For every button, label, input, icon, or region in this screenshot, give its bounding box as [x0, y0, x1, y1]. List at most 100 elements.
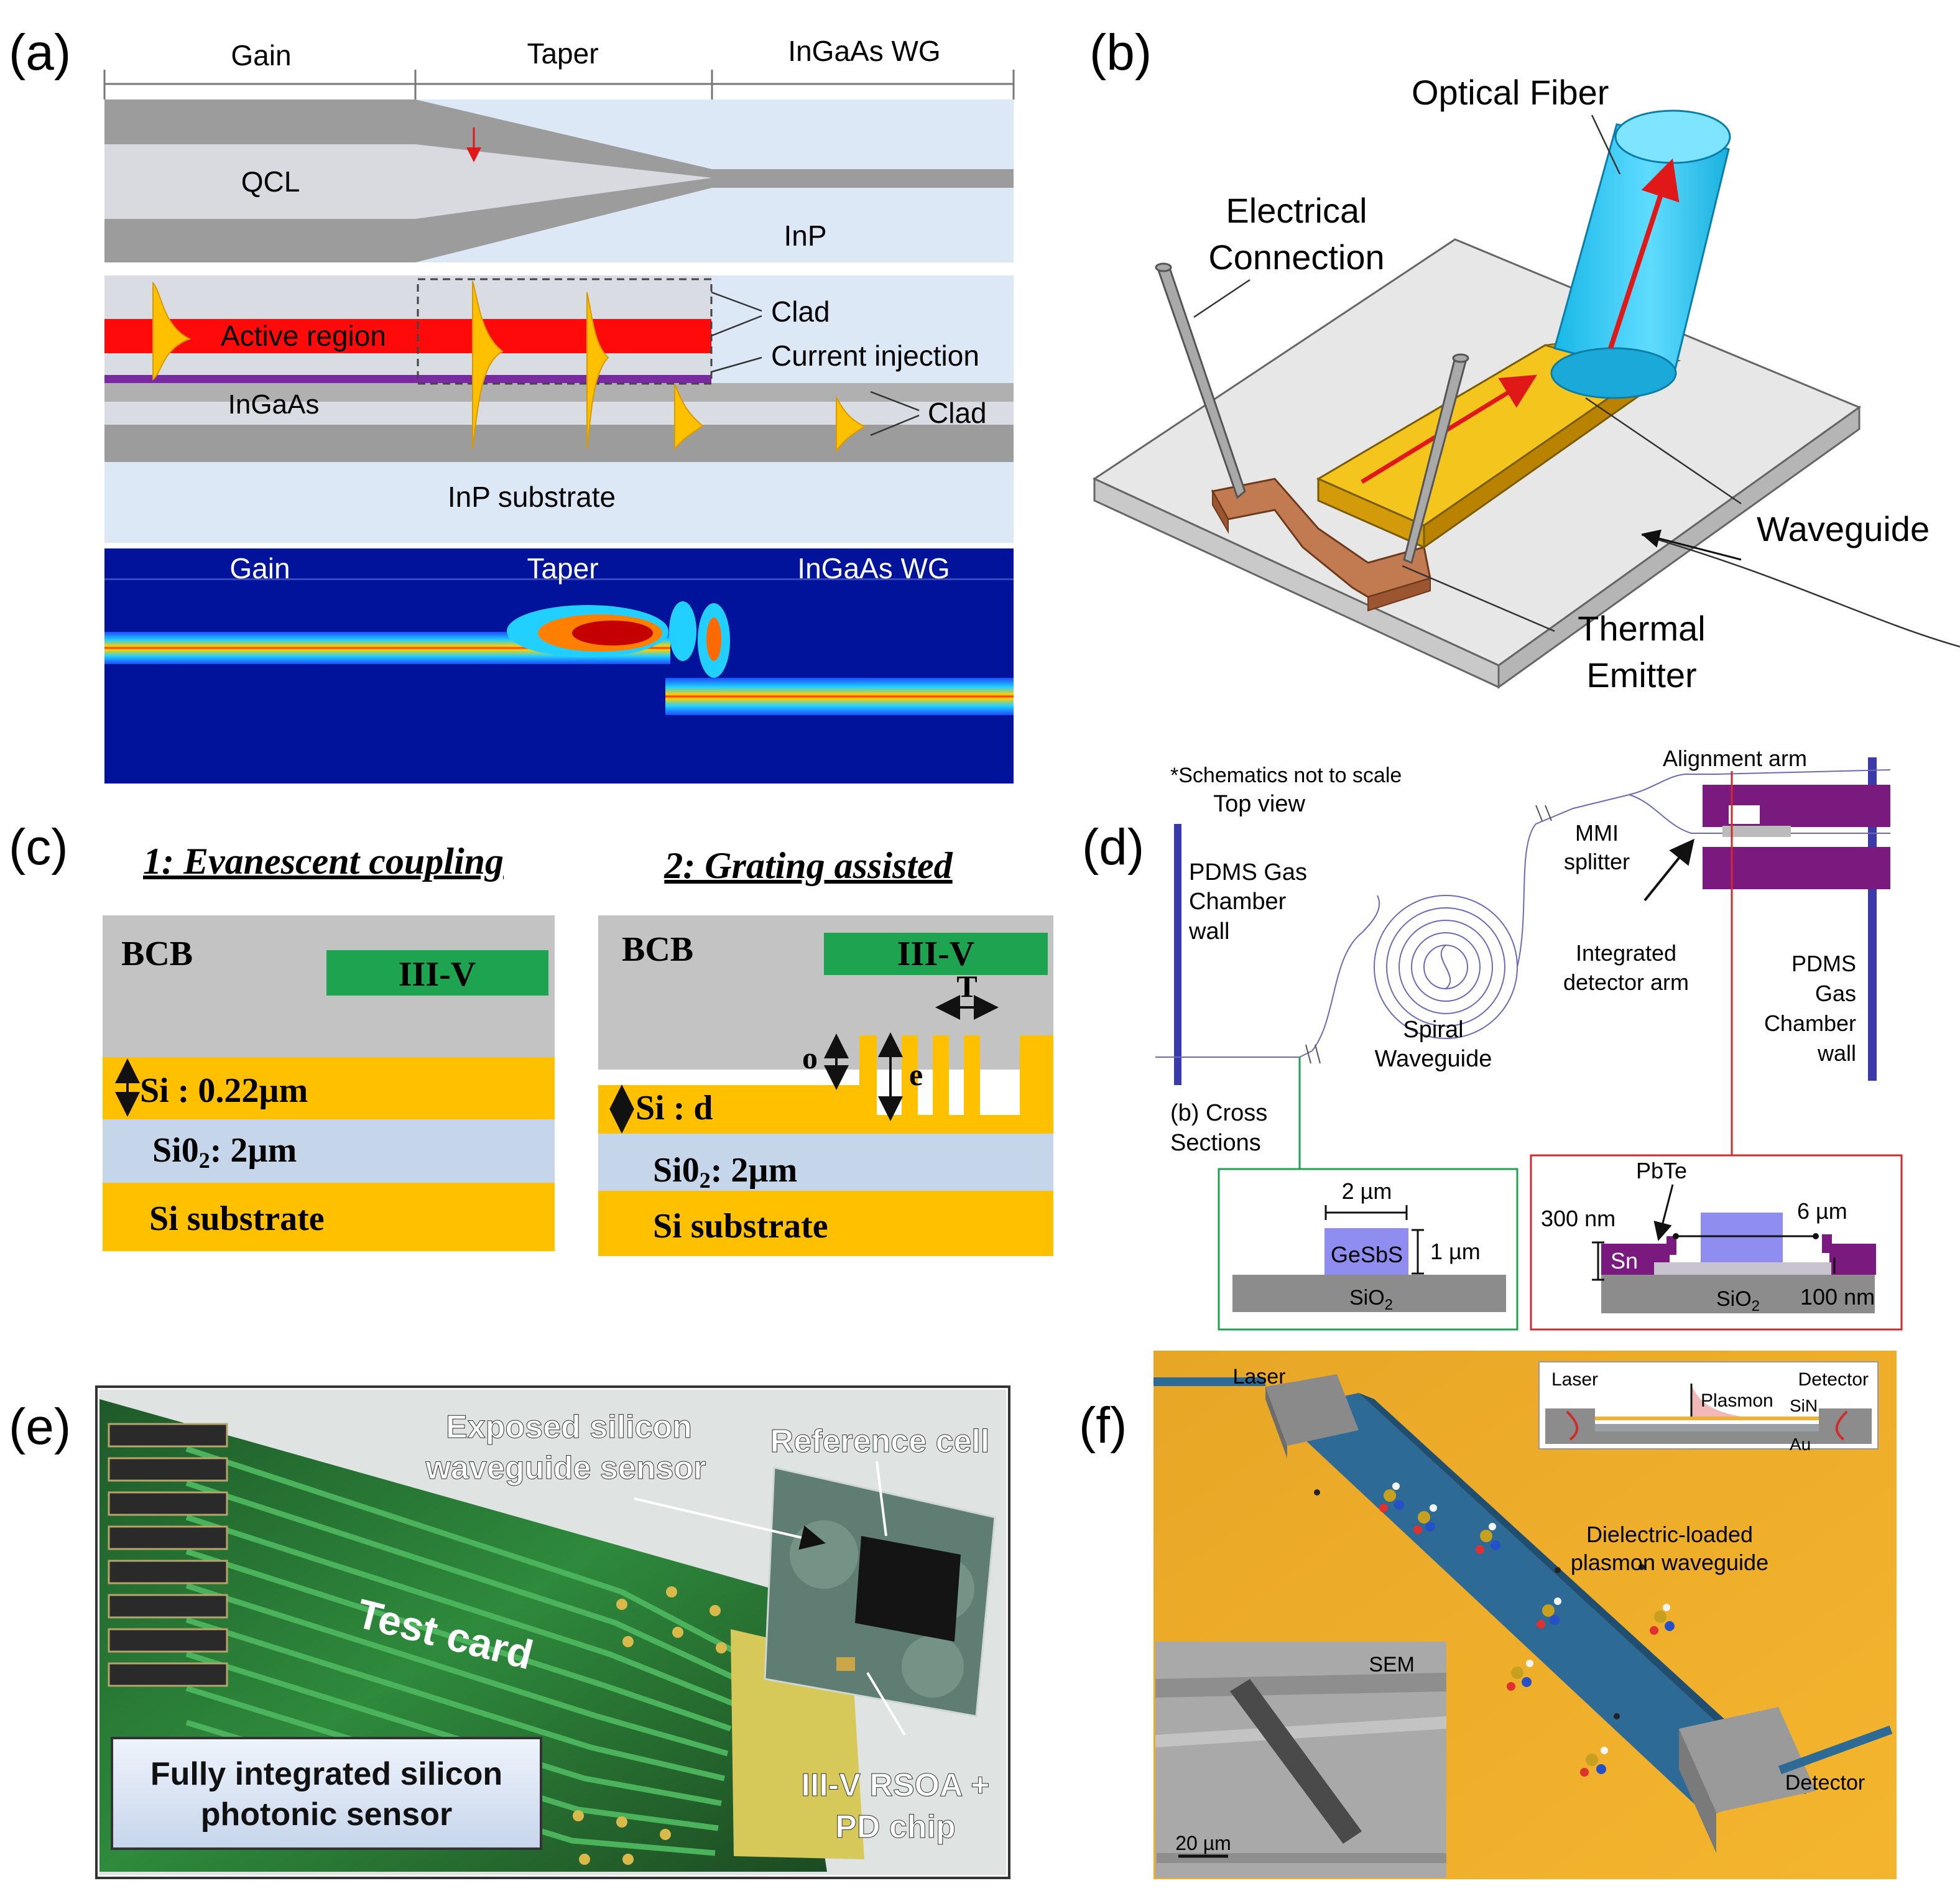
optical-fiber-label: Optical Fiber — [1412, 73, 1609, 112]
spiral-label-1: Spiral — [1403, 1017, 1463, 1043]
active-region-label: Active region — [221, 320, 386, 352]
section-taper-label: Taper — [527, 37, 598, 70]
rsoa-label-1: III-V RSOA + — [802, 1767, 990, 1803]
cross-sections-label-1: (b) Cross — [1170, 1100, 1267, 1126]
pbte-substrate-label: SiO2 — [1716, 1287, 1760, 1315]
connector-pins — [108, 1423, 228, 1687]
inp-label: InP — [784, 220, 826, 252]
panel-e-label: (e) — [9, 1399, 71, 1455]
clad-label-bottom: Clad — [928, 397, 987, 429]
pbte-width-label: 6 µm — [1797, 1198, 1847, 1224]
layer-stack — [104, 275, 1014, 543]
evanescent-title: 1: Evanescent coupling — [143, 841, 504, 882]
reference-cell-label: Reference cell — [770, 1423, 990, 1459]
grating-stack — [598, 915, 1053, 1256]
gesbs-material-label: GeSbS — [1331, 1242, 1403, 1267]
optical-fiber — [1550, 109, 1731, 399]
si-thickness-left: Si : 0.22µm — [140, 1071, 308, 1110]
pdms-right-2: Gas — [1815, 981, 1856, 1006]
panel-c: (c) 1: Evanescent coupling BCB III-V Si … — [9, 819, 1053, 1256]
electrical-probes — [1155, 262, 1469, 565]
si-substrate-right: Si substrate — [653, 1207, 828, 1246]
panel-b-label: (b) — [1089, 24, 1152, 81]
panel-b-callouts — [1193, 114, 1960, 648]
thermal-emitter-trace — [1211, 478, 1431, 612]
panel-d: (d) *Schematics not to scale Top view Al… — [1082, 746, 1903, 1331]
current-injection-label: Current injection — [771, 340, 979, 372]
mmi-label-1: MMI — [1575, 820, 1619, 846]
si-thickness-right: Si : d — [636, 1089, 713, 1127]
pbte-cross-section — [1530, 1154, 1903, 1331]
sem-label: SEM — [1369, 1653, 1415, 1676]
panel-a: (a) Gain Taper InGaAs WG QCL InP — [9, 24, 1015, 784]
pdms-right-4: wall — [1817, 1040, 1856, 1066]
evanescent-stack — [103, 915, 555, 1251]
section-gain-label: Gain — [231, 39, 291, 72]
pdms-right-1: PDMS — [1791, 951, 1856, 976]
sio2-label-left: Si02: 2µm — [152, 1131, 297, 1173]
pbte-thickness-label: 300 nm — [1541, 1206, 1616, 1231]
field-map — [104, 548, 1014, 784]
integrated-label-1: Integrated — [1576, 940, 1676, 966]
plate-arrow — [1641, 529, 1742, 561]
panel-c-label: (c) — [9, 819, 68, 876]
mmi-label-2: splitter — [1564, 849, 1630, 874]
reference-cell — [855, 1536, 961, 1642]
inset-detector-label: Detector — [1798, 1369, 1869, 1390]
rsoa-chip — [836, 1657, 855, 1671]
integrated-label-2: detector arm — [1563, 969, 1689, 995]
iii-v-label-right: III-V — [897, 935, 974, 973]
grating-etch-e: e — [909, 1057, 923, 1092]
panel-e-arrows — [634, 1461, 906, 1736]
pbte-label: PbTe — [1636, 1158, 1687, 1183]
panel-e: (e) — [9, 1385, 1010, 1879]
panel-a-label: (a) — [9, 24, 71, 81]
field-ingaas-wg-label: InGaAs WG — [797, 552, 950, 585]
iii-v-label-left: III-V — [399, 955, 476, 994]
inset-plasmon-label: Plasmon — [1701, 1390, 1773, 1411]
si-substrate-left: Si substrate — [149, 1200, 325, 1238]
laser-block — [1153, 1374, 1359, 1458]
inp-substrate-label: InP substrate — [448, 481, 616, 513]
detector-block — [1679, 1707, 1893, 1853]
ingaas-label: InGaAs — [228, 389, 320, 420]
bcb-label-right: BCB — [622, 930, 693, 969]
pbte-gap-label: 100 nm — [1800, 1284, 1875, 1310]
sio2-label-right: Si02: 2µm — [653, 1151, 797, 1193]
pdms-wall-right — [1868, 757, 1877, 1081]
pdms-right-3: Chamber — [1764, 1010, 1856, 1036]
cross-section-inset — [1538, 1361, 1879, 1449]
layer-callout-lines — [711, 291, 920, 437]
pdms-left-3: wall — [1188, 918, 1229, 945]
dielectric-label-1: Dielectric-loaded — [1586, 1522, 1753, 1547]
gesbs-substrate-label: SiO2 — [1349, 1286, 1393, 1313]
gesbs-cross-section — [1218, 1168, 1519, 1331]
panel-d-label: (d) — [1082, 819, 1144, 876]
fully-integrated-label-1: Fully integrated silicon — [150, 1756, 502, 1792]
mode-profiles — [152, 280, 866, 453]
pcb-vias — [573, 1586, 727, 1865]
pdms-left-1: PDMS Gas — [1189, 859, 1307, 885]
panel-f-label: (f) — [1079, 1397, 1127, 1454]
alignment-arm-label: Alignment arm — [1663, 746, 1807, 771]
pcb-traces — [185, 1446, 742, 1856]
detector-electrodes — [1703, 785, 1890, 889]
pdms-wall-left — [1174, 824, 1181, 1085]
waveguide-label: Waveguide — [1757, 509, 1930, 548]
integrated-arrow — [1643, 838, 1695, 902]
exposed-label-2: waveguide sensor — [425, 1450, 706, 1486]
thermal-label: Thermal — [1578, 609, 1705, 648]
analyte-molecules — [1314, 1482, 1675, 1777]
dielectric-strip — [1275, 1393, 1791, 1816]
taper-top-view — [104, 99, 1014, 262]
not-to-scale-note: *Schematics not to scale — [1170, 764, 1402, 787]
pdms-left-2: Chamber — [1189, 889, 1287, 915]
panel-f: (f) — [1079, 1351, 1897, 1879]
panel-b: (b) — [1089, 24, 1960, 695]
sem-inset — [1155, 1642, 1446, 1878]
clad-label-top: Clad — [771, 295, 830, 328]
spiral-label-2: Waveguide — [1375, 1046, 1492, 1072]
inset-sin-label: SiN — [1790, 1396, 1818, 1415]
cross-sections-label-2: Sections — [1170, 1130, 1261, 1156]
